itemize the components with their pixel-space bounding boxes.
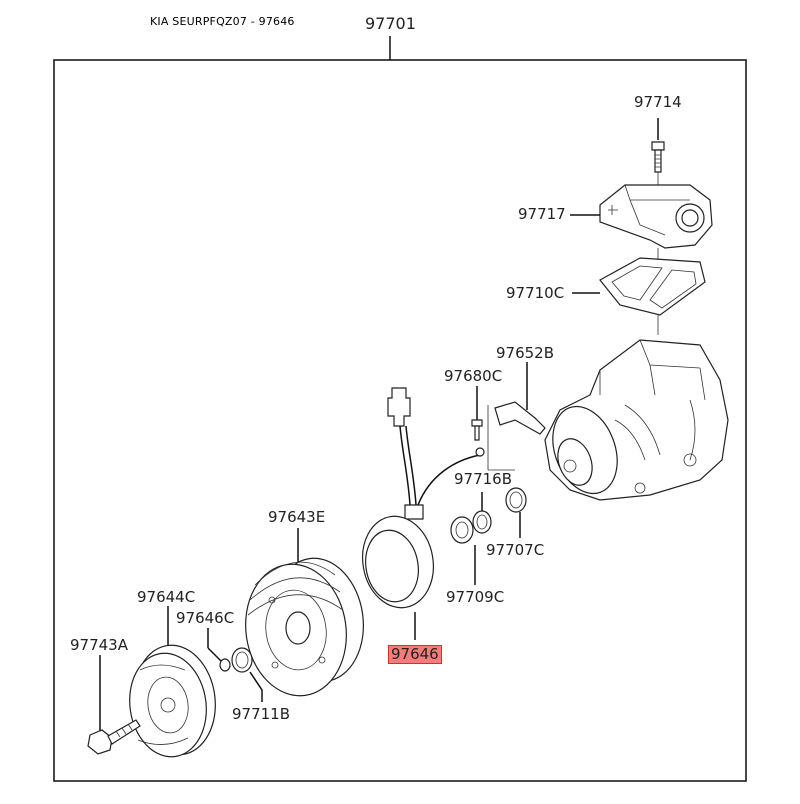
part-label-97711B[interactable]: 97711B: [232, 705, 291, 723]
clutch-hub-97644C-drawing: [129, 606, 216, 758]
compressor-body-drawing: [544, 339, 729, 501]
part-label-97707C[interactable]: 97707C: [486, 541, 545, 559]
part-label-97643E[interactable]: 97643E: [268, 508, 326, 526]
part-label-97743A[interactable]: 97743A: [70, 636, 128, 654]
valve-block-97717-drawing: [570, 184, 713, 249]
part-label-97710C[interactable]: 97710C: [506, 284, 565, 302]
bolt-97714-drawing: [651, 118, 665, 173]
part-label-97709C[interactable]: 97709C: [446, 588, 505, 606]
part-label-97714[interactable]: 97714: [634, 93, 682, 111]
assembly-label: 97701: [365, 14, 416, 33]
field-coil-97646-drawing: [362, 387, 485, 640]
part-label-97717[interactable]: 97717: [518, 205, 566, 223]
snap-ring-97711B-drawing: [231, 647, 263, 702]
spacer-97709C-drawing: [450, 516, 476, 585]
part-label-97652B[interactable]: 97652B: [496, 344, 555, 362]
snap-ring-97716B-drawing: [472, 492, 492, 534]
part-label-97680C[interactable]: 97680C: [444, 367, 503, 385]
part-label-97644C[interactable]: 97644C: [137, 588, 196, 606]
part-label-97646C[interactable]: 97646C: [176, 609, 235, 627]
bolt-97743A-drawing: [87, 655, 141, 755]
part-label-97716B[interactable]: 97716B: [454, 470, 513, 488]
shim-97646C-drawing: [207, 628, 231, 672]
gasket-97710C-drawing: [572, 172, 706, 335]
pulley-97643E-drawing: [245, 528, 364, 697]
part-label-97646-highlighted[interactable]: 97646: [388, 645, 442, 664]
ring-97707C-drawing: [505, 487, 527, 538]
bracket-97652B-drawing: [487, 362, 546, 471]
header-title: KIA SEURPFQZ07 - 97646: [150, 15, 295, 28]
screw-97680C-drawing: [471, 386, 483, 441]
assembly-frame: [53, 59, 747, 782]
